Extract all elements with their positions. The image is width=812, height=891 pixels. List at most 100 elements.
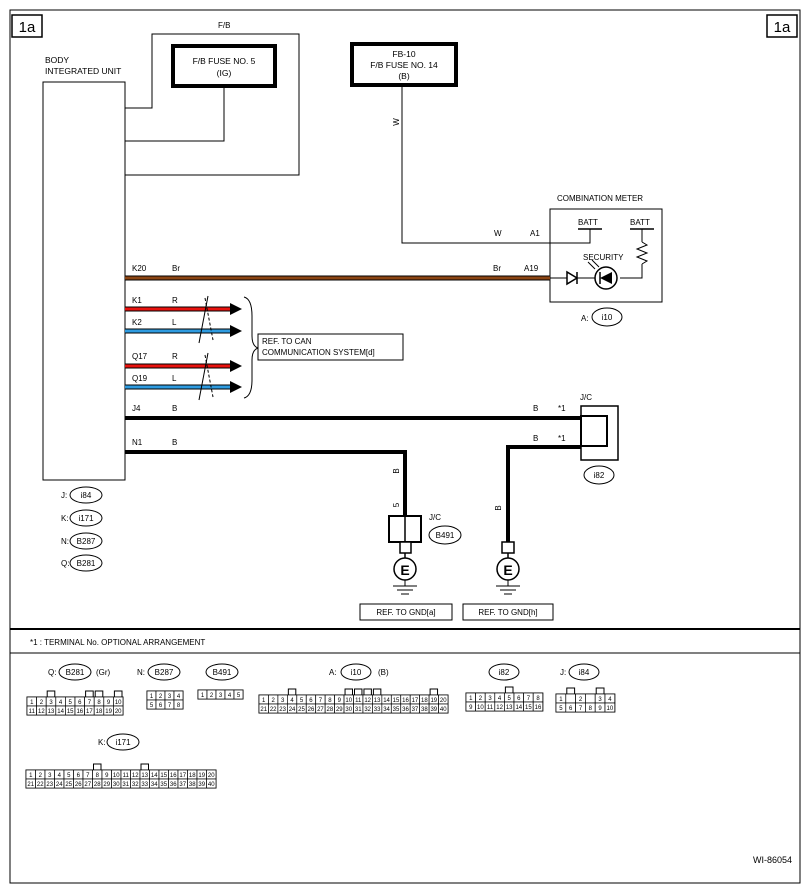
svg-text:E: E bbox=[503, 562, 512, 578]
pin-number: 10 bbox=[113, 773, 120, 779]
pin-number: 24 bbox=[289, 707, 296, 713]
svg-text:L: L bbox=[172, 374, 177, 383]
svg-text:(B): (B) bbox=[398, 71, 410, 81]
pin-number: 5 bbox=[508, 696, 512, 702]
svg-text:(B): (B) bbox=[378, 668, 389, 677]
svg-text:K1: K1 bbox=[132, 296, 142, 305]
ground-a: E REF. TO GND[a] bbox=[359, 541, 453, 621]
pin-number: 5 bbox=[150, 703, 154, 709]
pin-number: 9 bbox=[107, 700, 111, 706]
pin-number: 8 bbox=[97, 700, 101, 706]
svg-text:BODY: BODY bbox=[45, 55, 69, 65]
svg-text:*1: *1 bbox=[558, 434, 566, 443]
pin-number: 12 bbox=[38, 709, 45, 715]
svg-text:i84: i84 bbox=[81, 491, 92, 500]
pin-number: 37 bbox=[412, 707, 419, 713]
pin-number: 5 bbox=[559, 706, 563, 712]
svg-text:B: B bbox=[172, 404, 177, 413]
svg-text:*1: *1 bbox=[558, 404, 566, 413]
svg-text:Q19: Q19 bbox=[132, 374, 148, 383]
svg-text:REF. TO GND[h]: REF. TO GND[h] bbox=[478, 608, 537, 617]
pin-number: 8 bbox=[177, 703, 181, 709]
pin-number: 13 bbox=[506, 705, 513, 711]
pin-number: 36 bbox=[402, 707, 409, 713]
pin-number: 6 bbox=[309, 698, 313, 704]
pin-number: 5 bbox=[69, 700, 73, 706]
pin-number: 16 bbox=[402, 698, 409, 704]
pin-number: 15 bbox=[393, 698, 400, 704]
pin-number: 13 bbox=[141, 773, 148, 779]
document-id: WI-86054 bbox=[753, 855, 792, 865]
pin-number: 16 bbox=[170, 773, 177, 779]
pin-number: 5 bbox=[300, 698, 304, 704]
fuse-14: FB-10 F/B FUSE NO. 14 (B) bbox=[350, 42, 458, 87]
pin-number: 4 bbox=[58, 773, 62, 779]
pin-number: 39 bbox=[430, 707, 437, 713]
wire-k1: K1 R bbox=[125, 296, 242, 315]
svg-text:N1: N1 bbox=[132, 438, 143, 447]
pin-number: 7 bbox=[579, 706, 583, 712]
pin-number: 37 bbox=[179, 782, 186, 788]
pin-number: 33 bbox=[374, 707, 381, 713]
pin-number: 36 bbox=[170, 782, 177, 788]
pin-number: 30 bbox=[345, 707, 352, 713]
pin-number: 40 bbox=[440, 707, 447, 713]
can-reference: REF. TO CAN COMMUNICATION SYSTEM[d] bbox=[243, 296, 404, 399]
svg-text:B: B bbox=[494, 505, 503, 510]
svg-text:Br: Br bbox=[172, 264, 180, 273]
pin-number: 28 bbox=[94, 782, 101, 788]
pin-number: 32 bbox=[364, 707, 371, 713]
pin-number: 20 bbox=[440, 698, 447, 704]
pin-number: 9 bbox=[598, 706, 602, 712]
pin-number: 6 bbox=[78, 700, 82, 706]
body-integrated-unit: BODY INTEGRATED UNIT bbox=[42, 55, 126, 481]
pin-number: 14 bbox=[151, 773, 158, 779]
svg-text:A:: A: bbox=[329, 668, 337, 677]
pin-number: 4 bbox=[59, 700, 63, 706]
svg-text:K:: K: bbox=[98, 738, 106, 747]
pin-number: 31 bbox=[355, 707, 362, 713]
pin-number: 28 bbox=[327, 707, 334, 713]
svg-text:SECURITY: SECURITY bbox=[583, 253, 624, 262]
page-marker-left: 1a bbox=[11, 14, 43, 38]
ground-h: E REF. TO GND[h] bbox=[462, 541, 554, 621]
pin-number: 7 bbox=[168, 703, 172, 709]
pin-number: 30 bbox=[113, 782, 120, 788]
pin-number: 3 bbox=[49, 700, 53, 706]
pin-number: 2 bbox=[210, 693, 214, 699]
pin-number: 1 bbox=[29, 773, 33, 779]
pin-number: 35 bbox=[393, 707, 400, 713]
svg-text:Q17: Q17 bbox=[132, 352, 148, 361]
pin-number: 9 bbox=[105, 773, 109, 779]
pin-number: 5 bbox=[237, 693, 241, 699]
pin-number: 1 bbox=[30, 700, 34, 706]
pin-number: 18 bbox=[96, 709, 103, 715]
pin-number: 1 bbox=[150, 694, 154, 700]
pin-number: 10 bbox=[345, 698, 352, 704]
wire-q17: Q17 R bbox=[125, 352, 242, 372]
svg-text:Q:: Q: bbox=[48, 668, 56, 677]
svg-text:A1: A1 bbox=[530, 229, 540, 238]
pin-number: 2 bbox=[479, 696, 483, 702]
pin-number: 15 bbox=[160, 773, 167, 779]
pin-number: 4 bbox=[608, 697, 612, 703]
pin-number: 8 bbox=[328, 698, 332, 704]
pin-number: 33 bbox=[141, 782, 148, 788]
svg-text:Br: Br bbox=[493, 264, 501, 273]
svg-text:J/C: J/C bbox=[429, 513, 441, 522]
pin-number: 39 bbox=[198, 782, 205, 788]
svg-text:B281: B281 bbox=[66, 668, 85, 677]
pin-number: 9 bbox=[469, 705, 473, 711]
pin-number: 10 bbox=[115, 700, 122, 706]
svg-text:INTEGRATED UNIT: INTEGRATED UNIT bbox=[45, 66, 121, 76]
pin-number: 2 bbox=[39, 773, 43, 779]
pin-number: 4 bbox=[177, 694, 181, 700]
